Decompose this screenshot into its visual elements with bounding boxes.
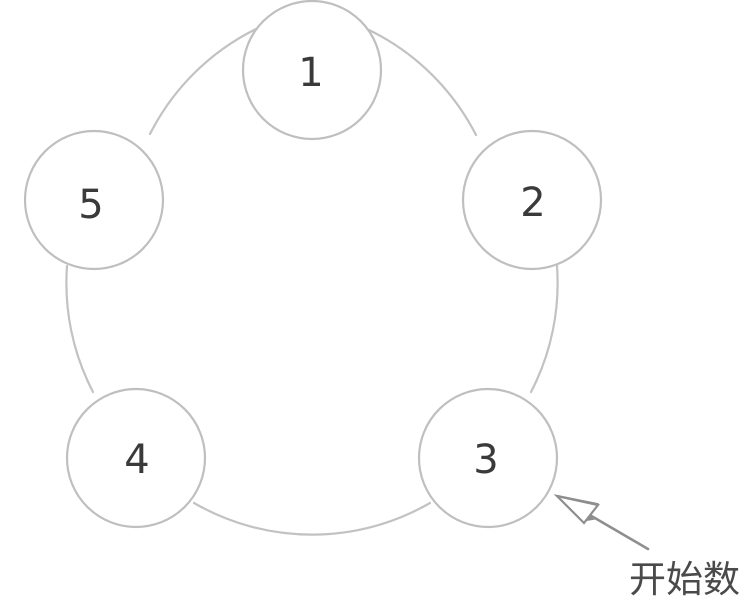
edge-4-5	[65, 264, 95, 394]
edge-3-4	[192, 501, 432, 536]
annotation-start-count-label: 开始数	[629, 558, 740, 601]
node-circle-1[interactable]	[241, 0, 383, 141]
node-label-2: 2	[520, 180, 545, 226]
node-label-5: 5	[78, 182, 103, 228]
arrow-head-open-icon	[553, 494, 600, 525]
ring-arcs-group	[65, 27, 559, 536]
node-label-1: 1	[298, 50, 323, 96]
node-label-4: 4	[124, 437, 149, 483]
node-circle-5[interactable]	[23, 129, 165, 271]
start-annotation-arrow	[553, 494, 650, 551]
node-label-3: 3	[473, 437, 498, 483]
node-circle-3[interactable]	[417, 387, 559, 529]
edge-2-3	[529, 264, 559, 394]
node-labels-group: 1 2 3 4 5	[78, 50, 545, 483]
node-circle-4[interactable]	[65, 387, 207, 529]
node-circle-2[interactable]	[461, 129, 603, 271]
edge-1-2	[367, 28, 478, 137]
nodes-group	[23, 0, 603, 529]
edge-5-1	[148, 27, 258, 136]
arrow-shaft-line	[586, 512, 650, 551]
